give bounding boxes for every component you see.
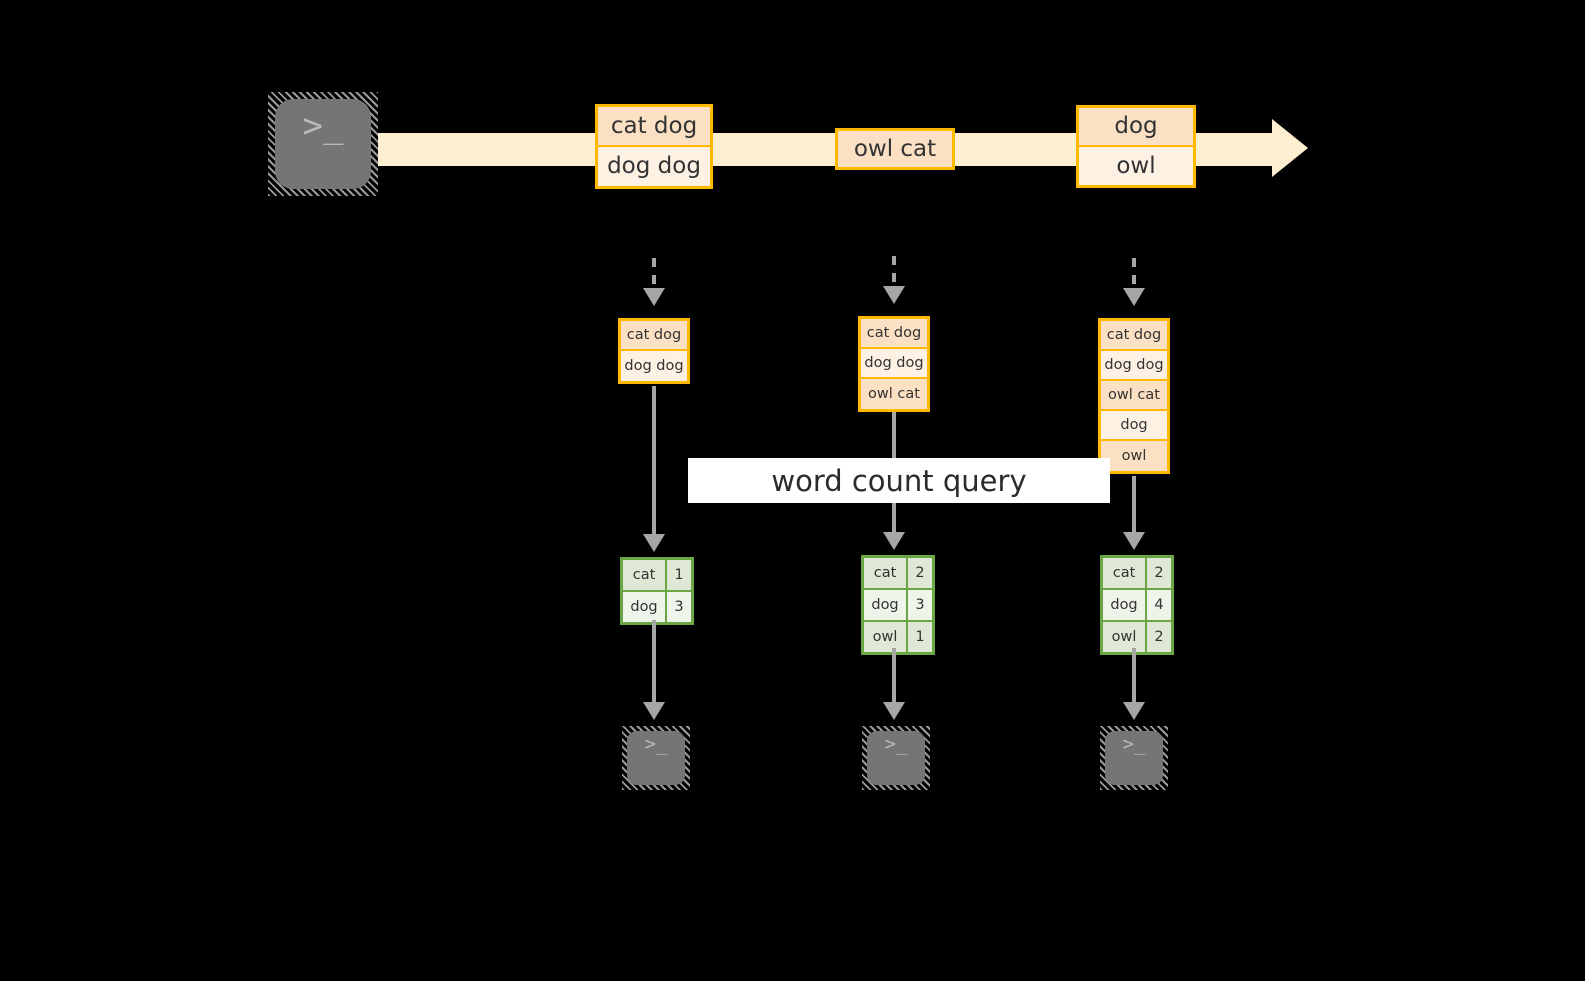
query-label: word count query [688,458,1110,503]
sink-arrow-3 [1123,702,1145,720]
result-table-3: cat 2 dog 4 owl 2 [1100,555,1174,655]
query-label-text: word count query [771,463,1027,498]
result-word: owl [864,622,908,652]
result-count: 2 [908,558,932,588]
stream-batch-3: dog owl [1076,105,1196,188]
result-table-2: cat 2 dog 3 owl 1 [861,555,935,655]
result-row: dog 3 [623,592,691,622]
input-row: dog dog [861,349,927,379]
feed-arrow-3 [1123,288,1145,306]
sink-line-1 [652,620,656,706]
stream-batch-line: owl cat [838,131,952,167]
terminal-prompt-glyph: >_ [302,105,344,146]
feed-dash-1 [652,258,656,292]
feed-dash-2 [892,256,896,290]
stream-batch-line: owl [1079,146,1193,185]
result-count: 2 [1147,558,1171,588]
input-row: cat dog [621,321,687,351]
input-row: dog [1101,411,1167,441]
input-row: owl cat [861,379,927,409]
stream-batch-line: dog dog [598,146,710,186]
terminal-body [867,731,925,785]
stream-batch-line: dog [1079,108,1193,147]
source-terminal-icon: >_ [268,92,378,196]
stream-batch-2: owl cat [835,128,955,170]
arrow-right-icon [1272,119,1308,177]
result-word: dog [1103,590,1147,620]
input-table-2: cat dog dog dog owl cat [858,316,930,412]
terminal-prompt-glyph: >_ [644,732,668,755]
sink-terminal-icon-1: >_ [622,726,690,790]
input-row: dog dog [1101,351,1167,381]
stream-batch-line: cat dog [598,107,710,147]
result-count: 1 [667,560,691,590]
terminal-body [1105,731,1163,785]
result-row: owl 2 [1103,622,1171,652]
result-row: cat 2 [864,558,932,590]
result-row: cat 2 [1103,558,1171,590]
terminal-prompt-glyph: >_ [884,732,908,755]
terminal-body [275,99,371,189]
query-arrow-2 [883,532,905,550]
sink-arrow-2 [883,702,905,720]
result-row: dog 4 [1103,590,1171,622]
sink-line-2 [892,648,896,706]
feed-arrow-1 [643,288,665,306]
result-row: cat 1 [623,560,691,592]
sink-terminal-icon-3: >_ [1100,726,1168,790]
result-count: 4 [1147,590,1171,620]
sink-arrow-1 [643,702,665,720]
feed-dash-3 [1132,258,1136,292]
query-arrow-3 [1123,532,1145,550]
result-word: cat [623,560,667,590]
input-table-3: cat dog dog dog owl cat dog owl [1098,318,1170,474]
query-line-3 [1132,476,1136,538]
input-row: cat dog [861,319,927,349]
result-count: 3 [908,590,932,620]
input-row: dog dog [621,351,687,381]
terminal-body [627,731,685,785]
sink-line-3 [1132,648,1136,706]
input-row: owl [1101,441,1167,471]
sink-terminal-icon-2: >_ [862,726,930,790]
feed-arrow-2 [883,286,905,304]
result-count: 2 [1147,622,1171,652]
result-word: dog [623,592,667,622]
input-row: cat dog [1101,321,1167,351]
query-line-1 [652,386,656,538]
result-word: dog [864,590,908,620]
result-table-1: cat 1 dog 3 [620,557,694,625]
input-row: owl cat [1101,381,1167,411]
result-count: 3 [667,592,691,622]
stream-batch-1: cat dog dog dog [595,104,713,189]
terminal-prompt-glyph: >_ [1122,732,1146,755]
query-arrow-1 [643,534,665,552]
result-count: 1 [908,622,932,652]
result-word: owl [1103,622,1147,652]
result-word: cat [864,558,908,588]
result-row: owl 1 [864,622,932,652]
input-table-1: cat dog dog dog [618,318,690,384]
result-row: dog 3 [864,590,932,622]
result-word: cat [1103,558,1147,588]
